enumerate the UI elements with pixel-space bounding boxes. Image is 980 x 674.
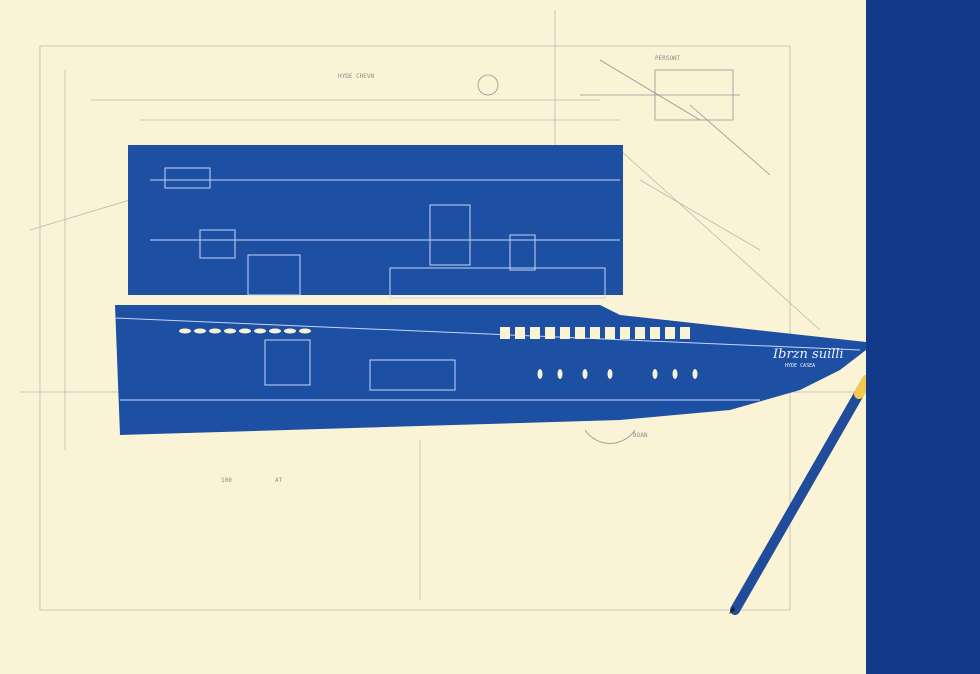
ship-portholes: [179, 328, 698, 379]
rigging-detail: [477, 59, 771, 444]
measure-right: BOAN: [633, 432, 648, 439]
measure-mid: AT: [275, 477, 283, 484]
ship-subname: HYDE CASEA: [785, 363, 815, 369]
ship-hull: [115, 305, 866, 435]
frame-lines: [20, 10, 860, 611]
right-label: PERSONT: [655, 55, 681, 62]
ship-name: Ibrzn suilli: [772, 347, 844, 362]
top-label: HYDE CHEVN: [338, 73, 375, 80]
drawing-canvas: HYDE CHEVN PERSONT 100 AT BOAN Ibrzn sui…: [20, 10, 866, 615]
measure-left: 100: [221, 477, 232, 484]
ship-superstructure: [114, 167, 861, 401]
blue-side-panel: [866, 0, 980, 674]
ship-windows: [500, 327, 690, 339]
pencil-icon: [729, 375, 866, 615]
